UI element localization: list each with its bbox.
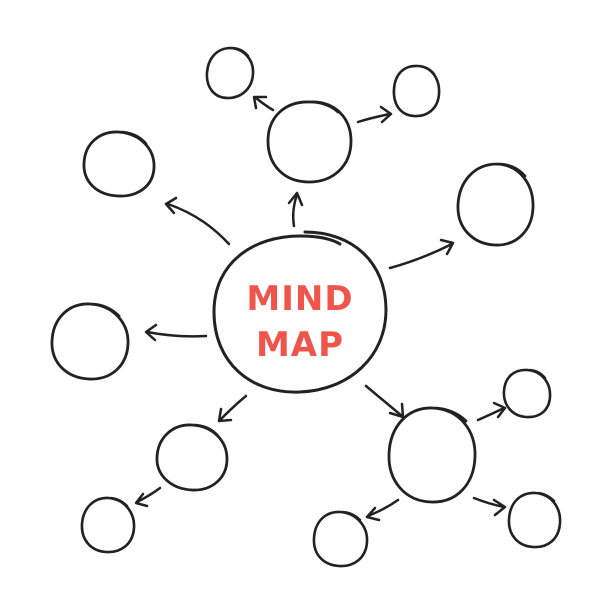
- branch-upper-left-arrowhead: [164, 196, 178, 215]
- branch-lower-right-child-bottom-left: [312, 498, 400, 568]
- branch-lower-left-child-node: [80, 496, 136, 554]
- branch-lower-right-child-bottom-right-node: [507, 491, 562, 549]
- branch-upper-left-connector: [166, 202, 231, 246]
- branch-lower-right-child-top: [476, 368, 552, 422]
- branch-right-connector: [388, 242, 454, 270]
- branch-right-node: [456, 162, 535, 247]
- branch-top-child-right-node: [392, 64, 441, 118]
- branch-left-arrowhead: [144, 323, 158, 342]
- branch-lower-right-arrowhead: [388, 402, 405, 419]
- central-node-label-line-2: MAP: [256, 325, 344, 365]
- branch-lower-right-child-bottom-right-connector: [472, 496, 506, 509]
- branch-lower-right-child-top-arrowhead: [492, 401, 507, 419]
- branch-right: [388, 162, 535, 270]
- central-node-outline: [212, 230, 388, 394]
- branch-top: [266, 100, 353, 228]
- branch-lower-right-child-top-connector: [476, 406, 506, 422]
- branch-top-arrowhead: [287, 191, 304, 207]
- branch-lower-right-child-bottom-left-arrowhead: [365, 506, 381, 522]
- branch-lower-left-child-connector: [135, 486, 162, 504]
- branch-lower-left-arrowhead: [217, 407, 233, 423]
- branch-lower-right: [364, 384, 477, 504]
- branch-left-connector: [145, 330, 208, 338]
- branch-lower-right-node: [387, 406, 477, 504]
- branch-lower-left: [155, 394, 248, 492]
- branch-lower-right-child-top-node: [502, 368, 552, 419]
- branch-upper-left-node: [82, 130, 156, 198]
- branch-top-child-right: [356, 64, 441, 124]
- branch-lower-left-connector: [218, 394, 248, 422]
- branch-top-child-left-arrowhead: [252, 95, 268, 110]
- branch-top-child-right-arrowhead: [379, 105, 393, 124]
- branch-lower-left-child-arrowhead: [134, 492, 149, 508]
- central-node: MIND MAP: [212, 230, 388, 394]
- branch-left-node: [50, 302, 130, 381]
- branch-lower-right-child-bottom-right-arrowhead: [492, 498, 507, 517]
- branch-top-child-right-connector: [356, 112, 392, 124]
- branch-lower-right-child-bottom-right: [472, 491, 562, 549]
- branch-lower-right-child-bottom-left-connector: [366, 498, 400, 518]
- branch-left: [50, 302, 208, 381]
- branch-right-arrowhead: [439, 238, 455, 256]
- branch-lower-left-child: [80, 486, 162, 554]
- branch-upper-left: [82, 130, 231, 246]
- branch-lower-right-connector: [364, 384, 404, 418]
- branch-top-connector: [291, 192, 299, 228]
- branch-top-child-left-node: [205, 46, 255, 100]
- branch-top-child-left-connector: [254, 96, 275, 112]
- central-node-label-line-1: MIND: [246, 279, 353, 319]
- branch-top-node: [266, 100, 353, 184]
- branch-lower-left-node: [155, 423, 229, 492]
- branch-top-child-left: [205, 46, 275, 112]
- branch-lower-right-child-bottom-left-node: [312, 510, 369, 568]
